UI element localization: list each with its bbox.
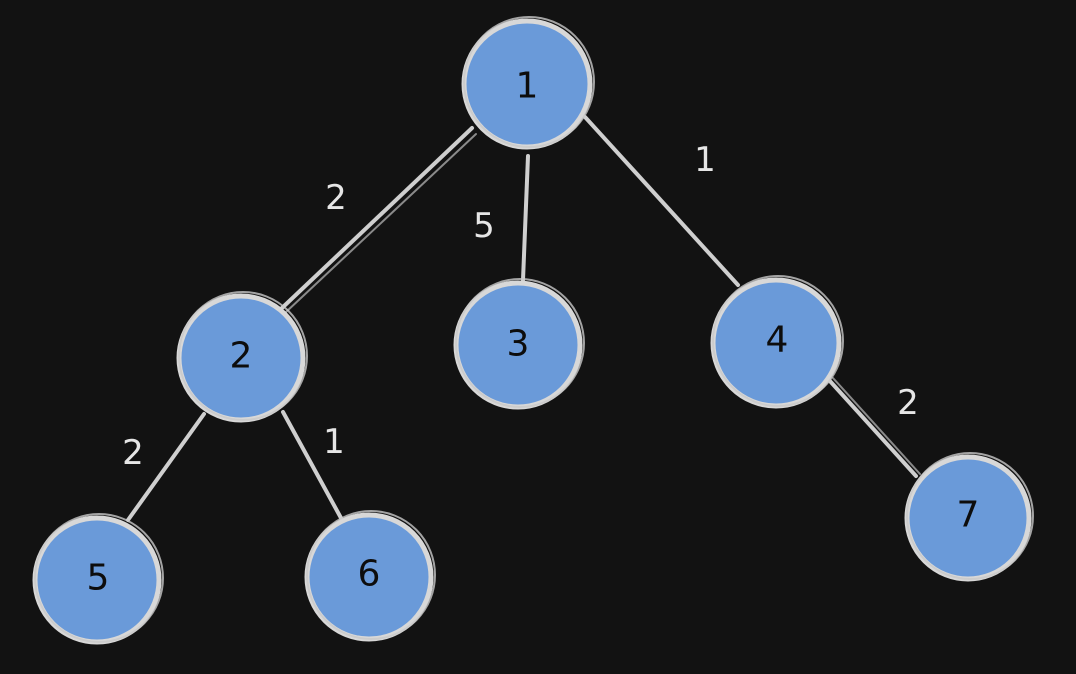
edge-2-5 [126, 412, 206, 522]
edge-1-3 [521, 154, 530, 282]
edge-weight-1-3: 5 [473, 206, 495, 246]
edge-weight-1-2: 2 [325, 178, 347, 218]
edge-weight-4-7: 2 [897, 383, 919, 423]
node-label-1: 1 [516, 66, 539, 107]
node-1: 1 [461, 16, 595, 150]
edge-4-7 [827, 377, 921, 478]
node-label-4: 4 [766, 320, 789, 361]
node-label-3: 3 [507, 324, 530, 365]
node-7: 7 [904, 452, 1034, 582]
edge-weight-2-6: 1 [323, 422, 345, 462]
edge-1-4 [583, 115, 740, 287]
edge-2-6 [281, 410, 343, 520]
node-label-2: 2 [230, 336, 253, 377]
node-3: 3 [453, 278, 585, 410]
node-2: 2 [176, 291, 308, 423]
node-4: 4 [710, 275, 844, 409]
node-5: 5 [32, 513, 164, 645]
node-label-7: 7 [957, 495, 980, 536]
edge-weight-1-4: 1 [694, 140, 716, 180]
node-6: 6 [304, 510, 436, 642]
edge-1-2 [280, 126, 477, 313]
node-label-6: 6 [358, 554, 381, 595]
node-label-5: 5 [87, 558, 110, 599]
edge-weight-2-5: 2 [122, 433, 144, 473]
